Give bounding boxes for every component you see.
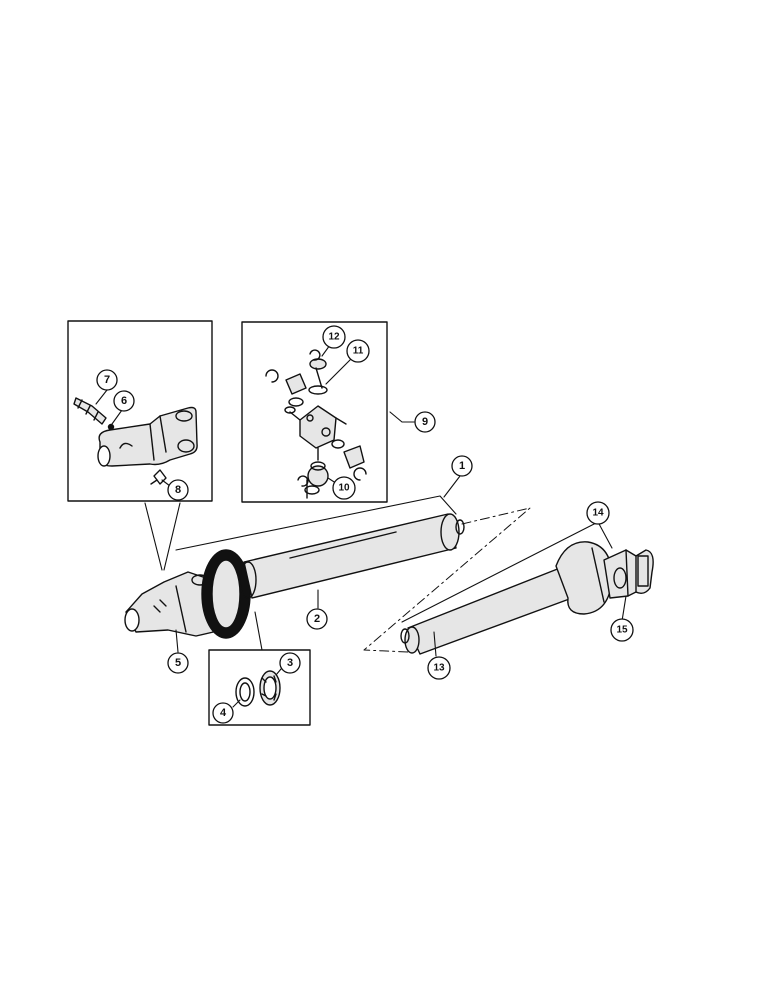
inset-box-cross-kit (241, 321, 388, 503)
callout-circle-1 (451, 455, 473, 477)
callout-4: 4 (220, 707, 227, 719)
snap-rings-parts (265, 349, 367, 487)
inner-tube (400, 567, 573, 655)
leader-lines (95, 344, 627, 708)
callout-circle-11 (346, 339, 370, 363)
screw-part (107, 423, 115, 431)
callout-12: 12 (328, 332, 340, 343)
callout-circle-10 (332, 476, 356, 500)
yoke-assembly (97, 406, 198, 467)
inset-box-bearing (208, 649, 311, 726)
callout-15: 15 (616, 625, 628, 636)
alignment-lines (363, 507, 531, 653)
bearing-cups-parts (284, 358, 365, 499)
callout-7: 7 (104, 374, 110, 386)
callout-circle-3 (279, 652, 301, 674)
callout-circle-14 (586, 501, 610, 525)
callout-10: 10 (338, 483, 350, 494)
rear-universal-joint (603, 549, 654, 599)
callout-14: 14 (592, 508, 604, 519)
callout-8: 8 (175, 484, 181, 496)
outer-tube (239, 513, 465, 599)
callout-circle-6 (113, 390, 135, 412)
shield-cone (201, 549, 251, 639)
callout-6: 6 (121, 395, 127, 407)
callout-circle-7 (96, 369, 118, 391)
grease-fitting-part (73, 397, 107, 425)
cross-spider-part (289, 405, 347, 461)
callout-5: 5 (175, 657, 181, 669)
callout-11: 11 (353, 346, 364, 357)
tapered-bearing-part (259, 670, 281, 706)
callout-circle-9 (414, 411, 436, 433)
callout-circle-5 (167, 652, 189, 674)
callout-2: 2 (314, 613, 320, 625)
retainer-clip-part (150, 469, 167, 485)
callout-9: 9 (422, 416, 428, 428)
callout-13: 13 (433, 663, 445, 674)
callout-circle-4 (212, 702, 234, 724)
callout-circle-12 (322, 325, 346, 349)
callout-circles (96, 325, 634, 724)
callout-circle-8 (167, 479, 189, 501)
callout-circle-13 (427, 656, 451, 680)
callout-3: 3 (287, 657, 293, 669)
callout-circle-2 (306, 608, 328, 630)
callout-1: 1 (459, 460, 465, 472)
inset-box-yoke (67, 320, 213, 502)
seal-ring-part (235, 677, 255, 707)
callout-circle-15 (610, 618, 634, 642)
rear-shield (555, 541, 613, 615)
